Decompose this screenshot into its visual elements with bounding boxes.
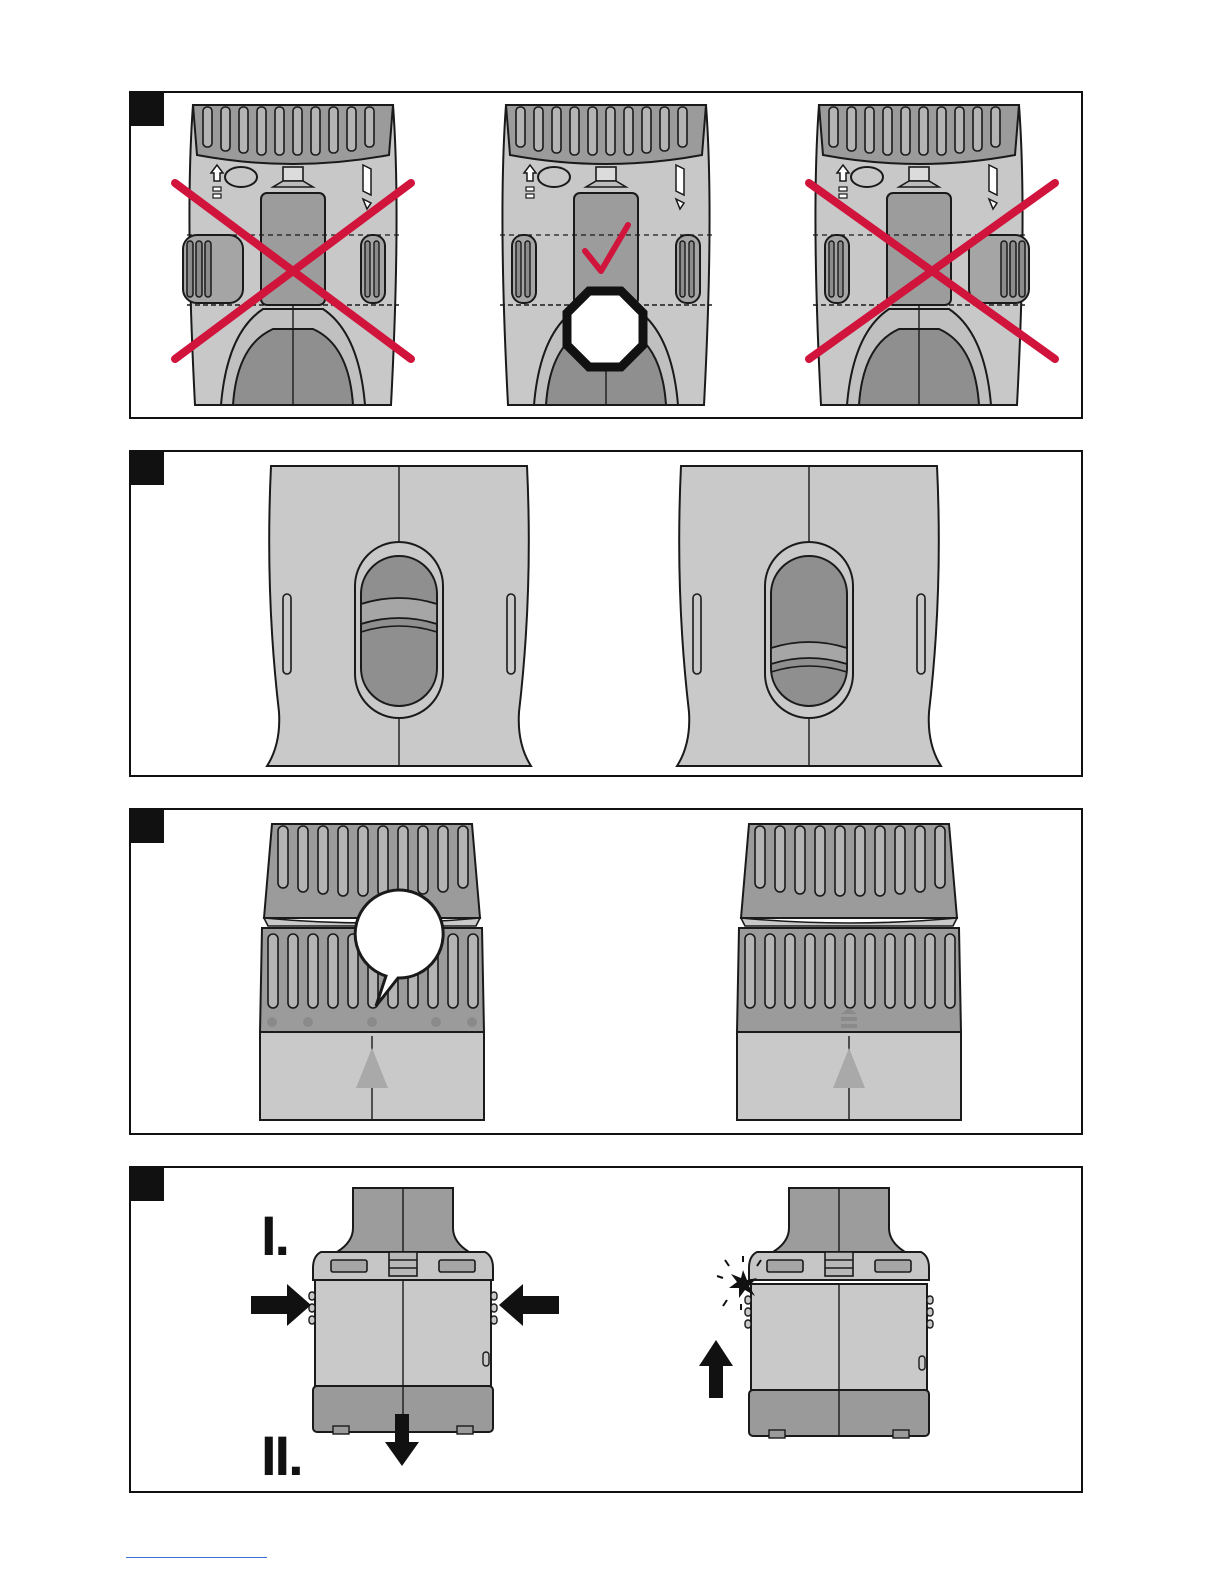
arrow-right-icon xyxy=(251,1284,311,1326)
figure-1-panel xyxy=(129,91,1083,419)
figure-3-drawing xyxy=(131,810,1083,1135)
torque-collar-dots xyxy=(260,824,484,1120)
footer-link-underline xyxy=(126,1557,267,1558)
figure-2-drawing xyxy=(131,452,1083,777)
torque-collar-drill-symbol xyxy=(737,824,961,1120)
battery-insert xyxy=(745,1188,933,1438)
figure-3-panel xyxy=(129,808,1083,1135)
figure-4-panel: I. II. xyxy=(129,1166,1083,1493)
slide-switch-down xyxy=(677,466,941,766)
figure-1-drawing xyxy=(131,93,1083,419)
figure-2-panel xyxy=(129,450,1083,777)
drill-front-view-crossed-left xyxy=(183,105,399,405)
arrow-left-icon xyxy=(499,1284,559,1326)
battery-release xyxy=(309,1188,497,1434)
arrow-up-icon xyxy=(699,1340,733,1398)
figure-4-drawing xyxy=(131,1168,1083,1493)
octagon-icon xyxy=(567,291,643,367)
drill-front-view-crossed-right xyxy=(813,105,1029,405)
slide-switch-up xyxy=(267,466,531,766)
